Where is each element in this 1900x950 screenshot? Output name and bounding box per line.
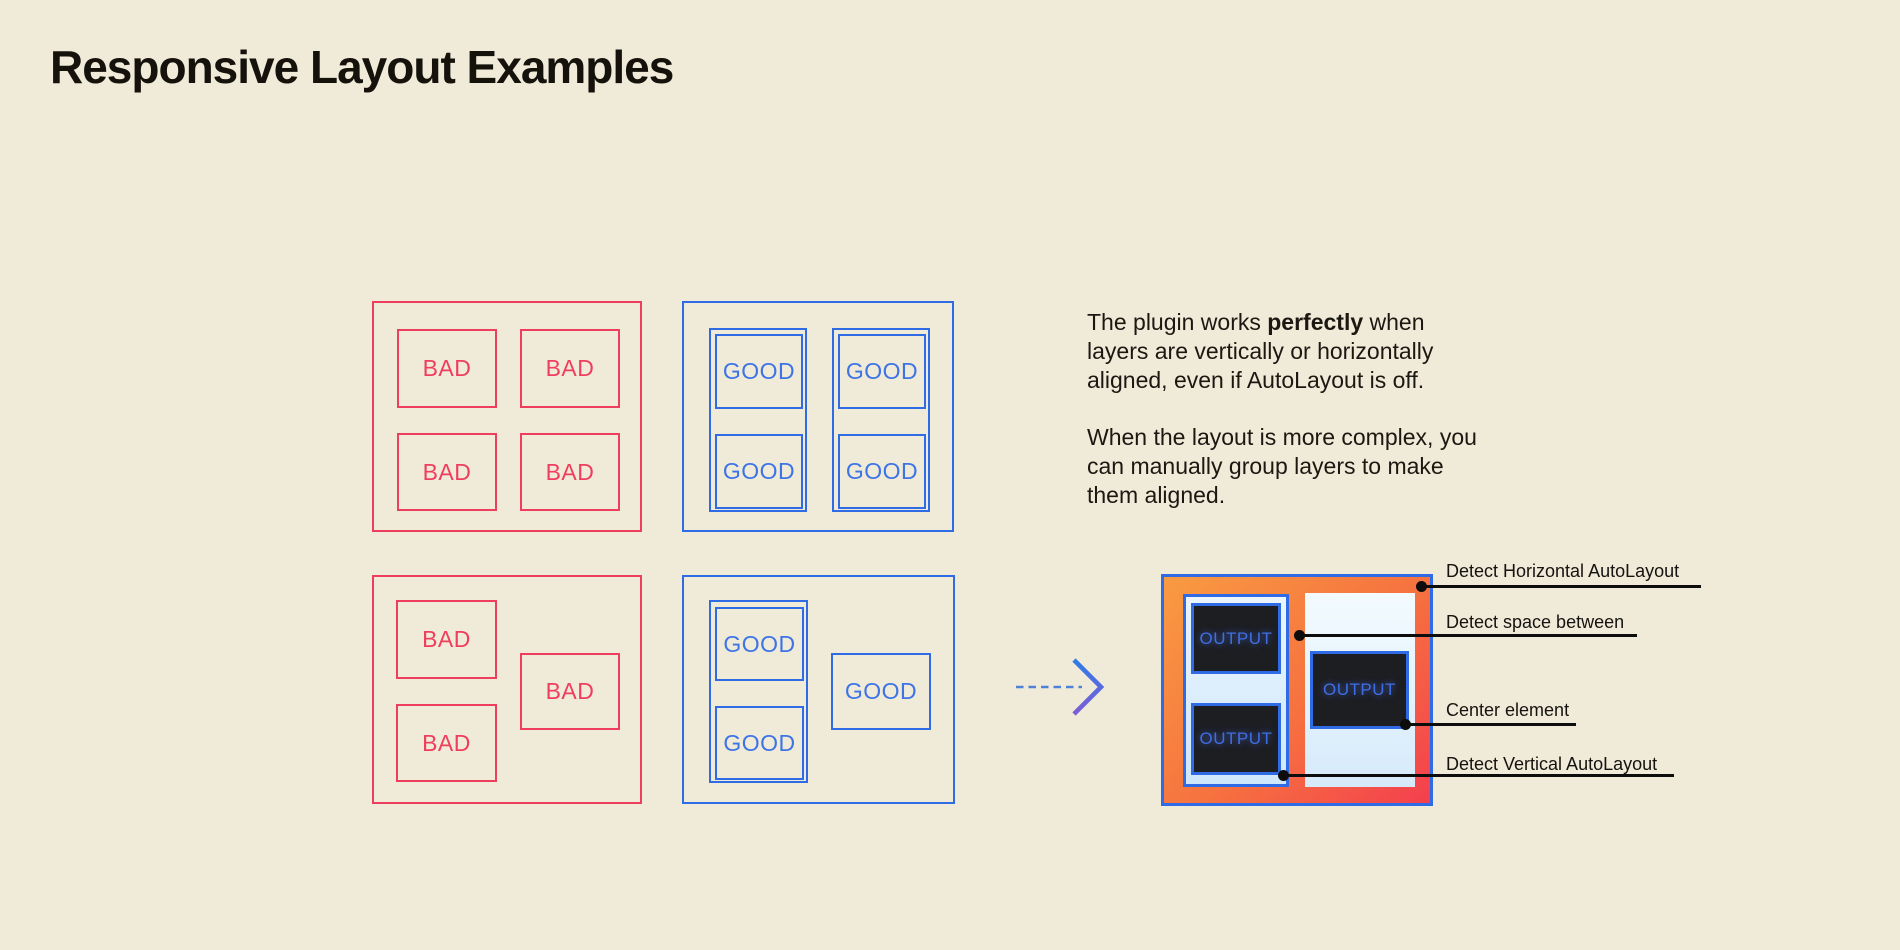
bad-box: BAD — [520, 329, 620, 408]
page-title: Responsive Layout Examples — [50, 41, 674, 93]
callout-line — [1283, 774, 1674, 777]
description-line: When the layout is more complex, you — [1087, 424, 1477, 450]
output-box: OUTPUT — [1191, 703, 1281, 775]
description-line: aligned, even if AutoLayout is off. — [1087, 367, 1425, 393]
description-line: can manually group layers to make — [1087, 453, 1444, 479]
description-line: layers are vertically or horizontally — [1087, 338, 1434, 364]
output-box: OUTPUT — [1191, 603, 1281, 674]
callout-line — [1421, 585, 1701, 588]
callout-label: Center element — [1446, 700, 1570, 720]
callout-dot — [1278, 770, 1289, 781]
bad-box: BAD — [396, 704, 497, 782]
bad-box: BAD — [397, 329, 497, 408]
output-diagram: OUTPUT OUTPUT OUTPUT — [1161, 574, 1433, 806]
output-box: OUTPUT — [1310, 651, 1409, 729]
bad-grid-panel: BAD BAD BAD BAD — [372, 301, 642, 532]
callout-dot — [1294, 630, 1305, 641]
callout-label: Detect Vertical AutoLayout — [1446, 754, 1658, 774]
bad-box: BAD — [520, 433, 620, 511]
callout-label: Detect Horizontal AutoLayout — [1446, 561, 1680, 581]
good-box: GOOD — [715, 706, 804, 780]
bad-box: BAD — [397, 433, 497, 511]
good-grid-panel: GOOD GOOD GOOD GOOD — [682, 301, 954, 532]
good-free-panel: GOOD GOOD GOOD — [682, 575, 955, 804]
good-box: GOOD — [715, 334, 803, 409]
callout-label: Detect space between — [1446, 612, 1625, 632]
good-box: GOOD — [838, 434, 926, 509]
detected-vertical-group: OUTPUT OUTPUT — [1183, 594, 1289, 787]
good-box: GOOD — [831, 653, 931, 730]
callout-dot — [1400, 719, 1411, 730]
bad-free-panel: BAD BAD BAD — [372, 575, 642, 804]
description-line: The plugin works perfectly when — [1087, 309, 1425, 335]
callout-dot — [1416, 581, 1427, 592]
paragraph-gap — [1087, 395, 1567, 423]
arrow-right-icon — [1016, 658, 1105, 716]
good-group: GOOD GOOD — [709, 600, 808, 783]
bad-box: BAD — [396, 600, 497, 679]
description-text: The plugin works perfectly when layers a… — [1087, 308, 1567, 510]
good-group: GOOD GOOD — [709, 328, 807, 512]
good-box: GOOD — [838, 334, 926, 409]
good-box: GOOD — [715, 607, 804, 681]
good-group: GOOD GOOD — [832, 328, 930, 512]
callout-line — [1299, 634, 1637, 637]
good-box: GOOD — [715, 434, 803, 509]
callout-line — [1405, 723, 1576, 726]
bad-box: BAD — [520, 653, 620, 730]
description-line: them aligned. — [1087, 482, 1226, 508]
